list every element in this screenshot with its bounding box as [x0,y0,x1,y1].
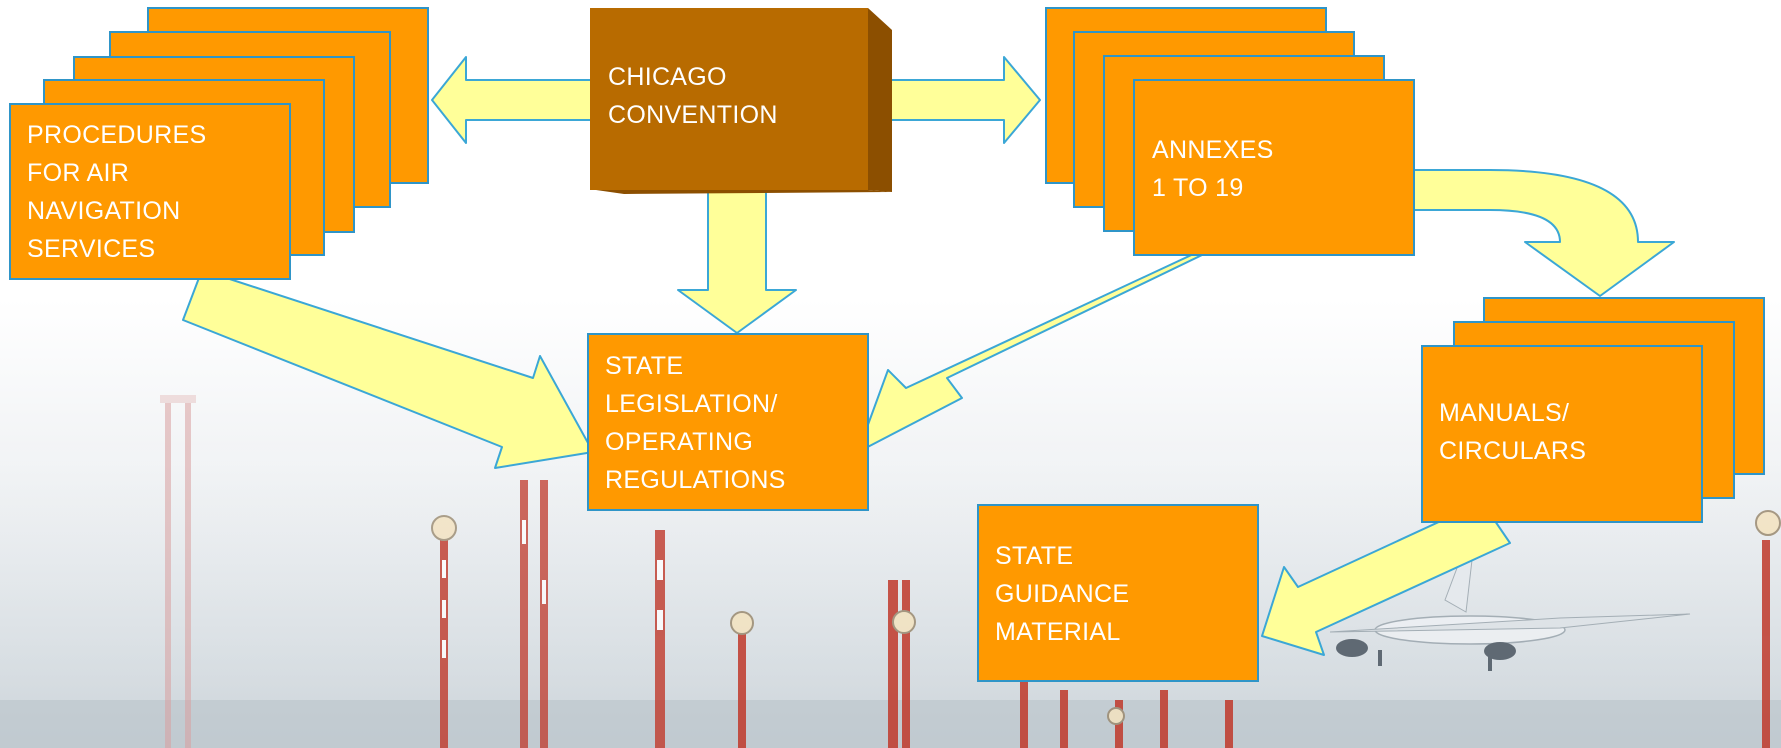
arrow-annexes-to-legislation [857,227,1259,453]
state-guidance-label: STATE GUIDANCE MATERIAL [995,542,1130,646]
chicago-convention-block [590,8,868,190]
arrow-manuals-to-guidance [1261,501,1511,656]
annexes-box [1133,79,1415,256]
arrow-chicago-to-annexes [867,56,1041,144]
manuals-box [1421,345,1703,523]
arrow-annexes-to-manuals [1409,169,1675,297]
state-guidance-box [977,504,1259,682]
light-mast [730,611,754,748]
chicago-convention-side [868,8,892,192]
light-mast [888,580,916,748]
chicago-convention-bottom [596,190,892,194]
arrow-chicago-to-legislation [677,189,797,334]
light-mast [160,395,196,748]
state-legislation-label: STATE LEGISLATION/ OPERATING REGULATIONS [605,352,786,494]
light-mast [520,480,548,748]
airplane-icon [1329,559,1691,671]
light-mast [655,530,665,748]
procedures-box [9,103,291,280]
light-mast [1020,680,1233,748]
arrow-procedures-to-legislation [182,269,594,469]
light-mast [431,515,457,748]
procedures-label: PROCEDURES FOR AIR NAVIGATION SERVICES [27,121,207,263]
light-mast [1755,510,1781,748]
annexes-label: ANNEXES 1 TO 19 [1152,136,1274,202]
state-legislation-box [587,333,869,511]
manuals-label: MANUALS/ CIRCULARS [1439,399,1587,465]
arrow-chicago-to-procedures [431,56,599,144]
chicago-convention-label: CHICAGO CONVENTION [608,63,778,129]
